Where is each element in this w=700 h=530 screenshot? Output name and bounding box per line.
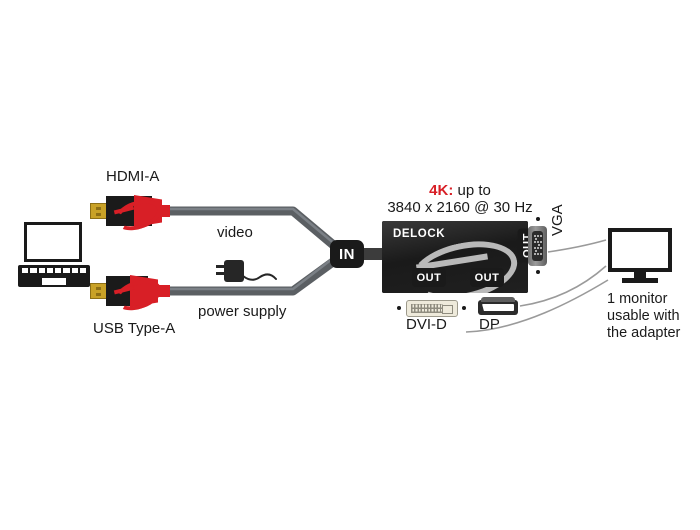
laptop-screen xyxy=(24,222,82,262)
vga-port-cavity xyxy=(532,231,543,261)
monitor-icon xyxy=(608,228,672,284)
vga-port xyxy=(528,226,547,266)
laptop-icon xyxy=(18,222,90,288)
power-adapter-prong xyxy=(216,265,225,268)
laptop-keyboard xyxy=(22,268,86,276)
dvid-flat-blade xyxy=(442,305,453,314)
spec-4k-rest: up to xyxy=(453,182,491,199)
usb-connector xyxy=(90,274,176,316)
power-adapter-prong xyxy=(216,272,225,275)
monitor-stand xyxy=(622,278,658,283)
in-port-badge: IN xyxy=(330,240,364,268)
hdmi-strain-relief xyxy=(158,205,170,217)
vga-port-label: VGA xyxy=(549,204,566,236)
hdmi-connector xyxy=(90,194,176,236)
power-adapter-wire xyxy=(242,273,277,281)
dvid-port xyxy=(406,300,458,317)
dp-port-label: DP xyxy=(479,316,500,333)
out-badge-dp: OUT xyxy=(470,268,504,287)
power-cable-label: power supply xyxy=(198,303,287,320)
delock-brand-logo: DELOCK xyxy=(393,228,446,240)
dp-port-cap xyxy=(481,297,515,302)
dvid-pin-array xyxy=(411,304,443,313)
power-cable xyxy=(159,254,342,296)
hdmi-connector-label: HDMI-A xyxy=(106,168,160,185)
guide-line-dp xyxy=(519,265,607,307)
dp-port xyxy=(478,297,518,315)
spec-4k-highlight: 4K: xyxy=(429,182,454,199)
hdmi-contact-tip xyxy=(90,203,107,219)
dvid-screw-dot xyxy=(397,306,401,310)
vga-screw-dot xyxy=(536,270,540,274)
hdmi-hood xyxy=(134,195,162,227)
video-cable-label: video xyxy=(217,224,253,241)
usb-strain-relief xyxy=(158,285,170,297)
adapter-device: DELOCK xyxy=(382,221,528,293)
monitor-usage-note: 1 monitor usable with the adapter xyxy=(607,291,681,341)
dvid-screw-dot xyxy=(462,306,466,310)
dvid-port-label: DVI-D xyxy=(406,316,447,333)
dp-port-slot xyxy=(482,304,514,311)
laptop-trackpad xyxy=(42,278,66,285)
vga-screw-dot xyxy=(536,217,540,221)
guide-line-vga xyxy=(547,239,607,253)
monitor-screen xyxy=(608,228,672,272)
in-cable-stub xyxy=(362,248,384,260)
power-adapter-icon xyxy=(216,258,244,284)
spec-resolution-line1: 4K: up to xyxy=(380,182,540,199)
usb-connector-label: USB Type-A xyxy=(93,320,176,337)
spec-resolution-line2: 3840 x 2160 @ 30 Hz xyxy=(387,199,533,216)
usb-contact-tip xyxy=(90,283,107,299)
power-cable-highlight xyxy=(162,254,338,291)
power-adapter-body xyxy=(224,260,244,282)
monitor-neck xyxy=(634,272,646,279)
usb-hood xyxy=(130,275,158,307)
out-badge-dvid: OUT xyxy=(412,268,446,287)
